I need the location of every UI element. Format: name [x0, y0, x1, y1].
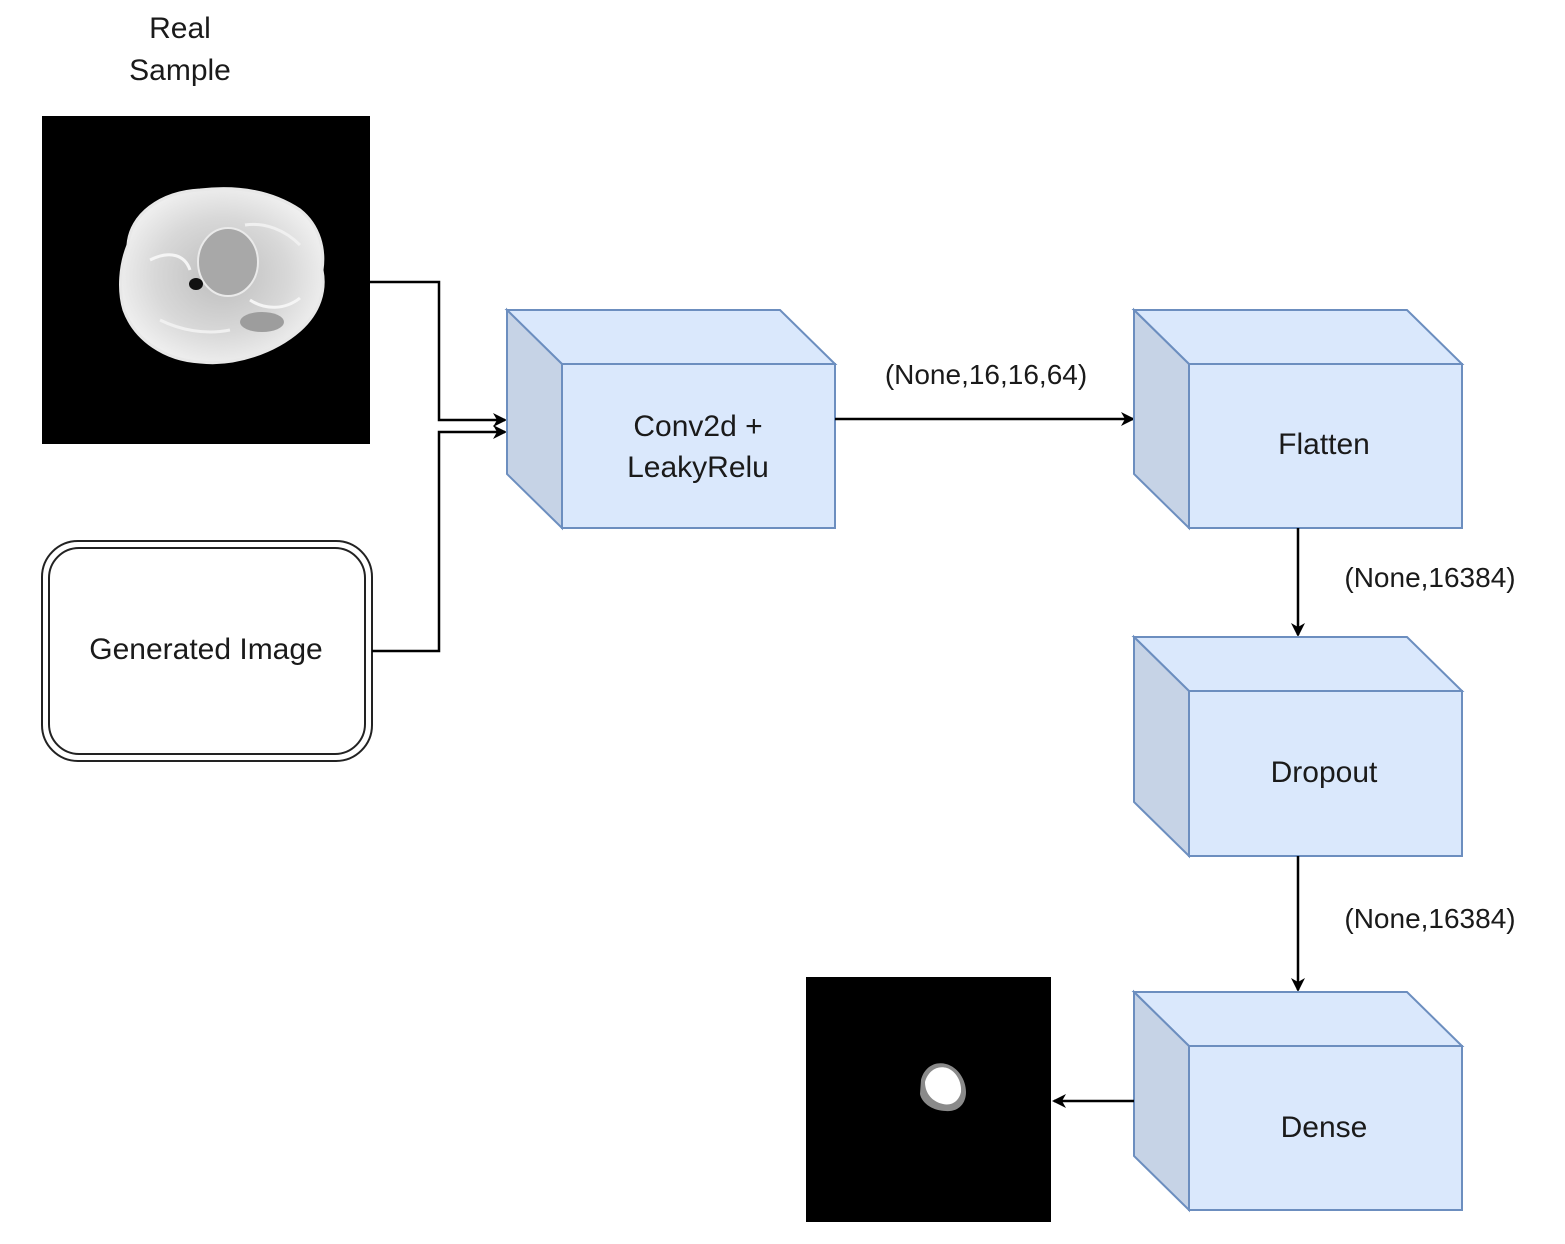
real-sample-caption-line1: Real [149, 12, 211, 45]
dense-label: Dense [1281, 1111, 1368, 1144]
edge-label-dropout-to-dense: (None,16384) [1344, 903, 1515, 934]
connector-real-sample-to-conv [370, 280, 507, 427]
dense-box [1131, 989, 1465, 1213]
dropout-label: Dropout [1271, 756, 1378, 789]
edge-label-conv-to-flatten: (None,16,16,64) [885, 359, 1087, 390]
dropout-box [1131, 634, 1465, 859]
flatten-box [1131, 307, 1465, 531]
real-sample-image [42, 116, 370, 444]
output-mask-image [806, 977, 1051, 1222]
conv-label-line2: LeakyRelu [627, 451, 769, 484]
real-sample-caption-line2: Sample [129, 54, 231, 87]
connector-generated-image-to-conv [372, 425, 507, 653]
generated-image-label: Generated Image [89, 633, 322, 666]
conv-label-line1: Conv2d + [633, 410, 762, 443]
edge-label-flatten-to-dropout: (None,16384) [1344, 562, 1515, 593]
conv-leakyrelu-box [504, 307, 838, 531]
flatten-label: Flatten [1278, 428, 1370, 461]
